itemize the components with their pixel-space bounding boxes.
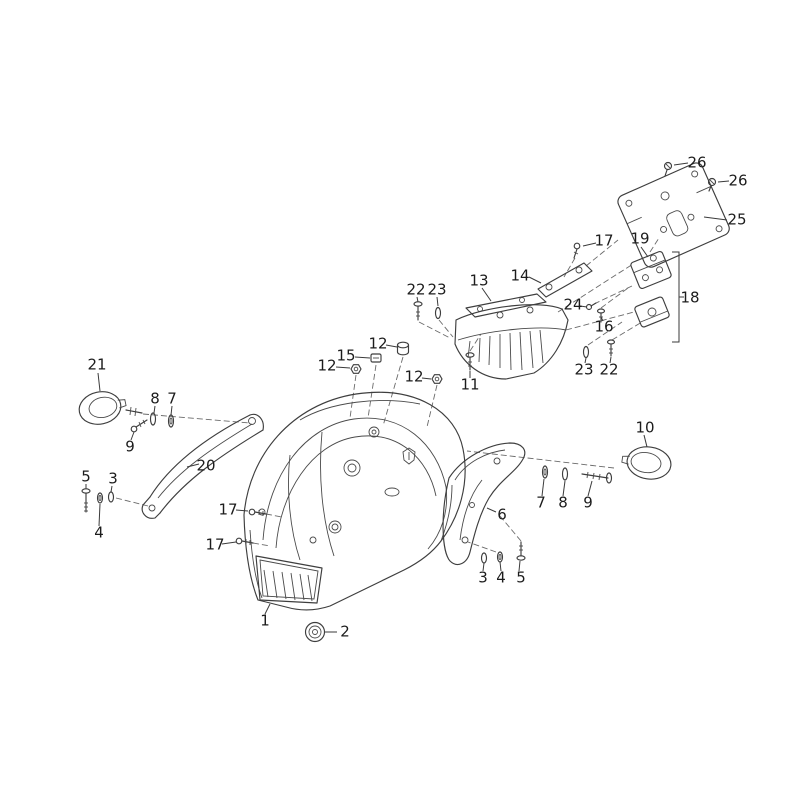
side-bracket-left (142, 414, 263, 518)
clamp-block-18 (634, 296, 670, 328)
washer-right-8 (563, 468, 568, 480)
washer-23-lower (584, 347, 589, 358)
washer-left-3 (109, 492, 114, 502)
nut-12-left (351, 365, 361, 374)
screw-22-upper (414, 302, 422, 320)
screw-17-upper (249, 509, 266, 516)
cap-nut-12-top (398, 342, 409, 355)
washer-23-upper (436, 308, 441, 319)
fender-bottom-grille (256, 556, 322, 603)
support-bracket-14 (538, 263, 592, 297)
brand-emblem (403, 448, 415, 464)
screw-17-lower (236, 538, 253, 545)
group-bracket-18 (672, 252, 684, 342)
washer-left-4 (98, 493, 103, 503)
bolt-right-9 (582, 472, 612, 483)
rear-fender-body (244, 392, 465, 610)
leader-lines (86, 163, 729, 632)
bolt-left-9 (131, 420, 147, 432)
washer-right-7 (543, 466, 548, 478)
screw-26-right (709, 179, 716, 192)
tail-housing (455, 294, 568, 379)
washer-left-8 (151, 413, 156, 425)
bolt-left-5 (82, 489, 90, 512)
bolt-right-5 (517, 542, 525, 560)
clamp-block-19 (630, 251, 672, 290)
screw-22-lower (608, 340, 615, 356)
screw-24 (587, 303, 597, 310)
screw-17-top (574, 243, 580, 258)
license-plate-bracket (616, 161, 732, 270)
washer-right-4 (498, 552, 503, 562)
side-cover-right (443, 443, 525, 564)
screw-11 (466, 353, 474, 370)
rubber-grommet (306, 623, 325, 642)
screw-26-left (665, 163, 672, 177)
washer-right-3 (482, 553, 487, 563)
turn-signal-right (620, 443, 673, 482)
assembly-dashed-lines (116, 238, 659, 552)
clip-15 (371, 354, 381, 362)
nut-12-right (432, 375, 442, 384)
turn-signal-left (76, 387, 142, 428)
